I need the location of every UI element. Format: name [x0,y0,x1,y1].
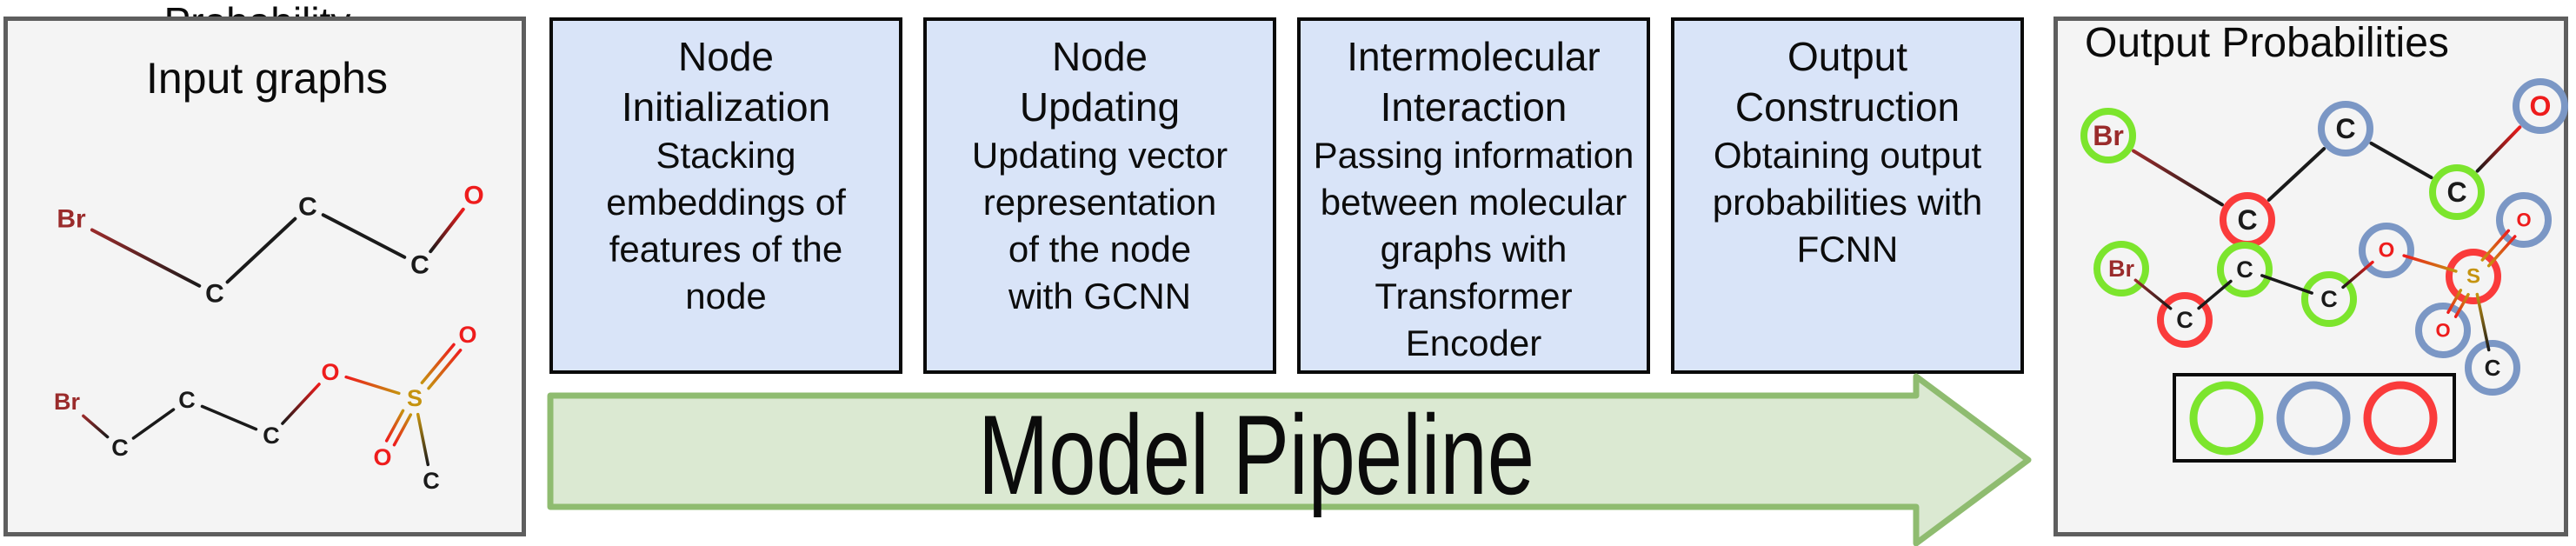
box-body-line: Obtaining output [1713,135,1982,176]
box-body-line: of the node [1008,229,1192,270]
box-title-line: Updating [1019,84,1181,130]
box-body-line: features of the [609,229,843,270]
input-graphs-title: Input graphs [146,54,388,103]
box-body-line: graphs with [1380,229,1568,270]
box-body-line: Stacking [656,135,796,176]
box-body-line: Encoder [1405,323,1542,363]
box-title-line: Node [678,34,774,79]
box-body-line: between molecular [1320,182,1627,223]
output-probabilities-panel [2053,17,2568,536]
box-body-line: Passing information [1313,135,1634,176]
box-title-line: Intermolecular [1347,34,1601,79]
model-pipeline-arrow [547,373,2032,546]
box-body-line: Updating vector [971,135,1228,176]
box-body-line: probabilities with [1712,182,1983,223]
box-title-line: Interaction [1380,84,1568,130]
box-body-line: Transformer [1375,276,1573,316]
box-title-line: Node [1052,34,1148,79]
output-probabilities-title: Output Probabilities [2085,20,2449,66]
model-pipeline-label: Model Pipeline [978,391,1534,518]
box-body-line: node [685,276,767,316]
box-title-line: Initialization [621,84,831,130]
box-title-line: Construction [1734,84,1960,130]
box-body-line: FCNN [1796,229,1899,270]
box-title-line: Output [1787,34,1908,79]
box-body-line: representation [982,182,1217,223]
box-body-line: embeddings of [606,182,846,223]
box-body-line: with GCNN [1008,276,1192,316]
